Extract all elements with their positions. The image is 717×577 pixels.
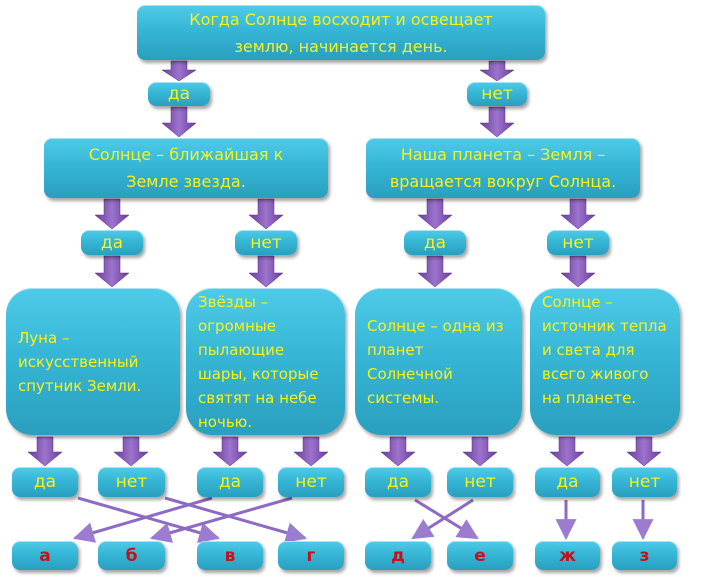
down-arrow-icon <box>161 60 197 82</box>
root-statement-box: Когда Солнце восходит и освещает землю, … <box>137 5 545 60</box>
root-yes-label: да <box>148 82 210 106</box>
down-arrow-icon <box>161 106 197 138</box>
down-arrow-icon <box>560 255 596 288</box>
statement-box-sun-nearest-star: Солнце – ближайшая к Земле звезда. <box>44 138 328 198</box>
statement-box-earth-rotates: Наша планета – Земля – вращается вокруг … <box>366 138 640 198</box>
yes-label-l3-4: да <box>535 467 600 497</box>
connector-da3-e <box>414 498 479 540</box>
answer-box-a: а <box>12 541 78 570</box>
no-label-l3-4: нет <box>612 467 677 497</box>
down-arrow-icon <box>113 436 149 467</box>
down-arrow-icon <box>417 198 453 230</box>
yes-label-l2-1: да <box>81 230 143 255</box>
no-label-l2-1: нет <box>235 230 297 255</box>
down-arrow-icon <box>560 198 596 230</box>
statement-box-moon: Луна – искусственный спутник Земли. <box>6 288 180 435</box>
connector-net3-d <box>411 498 474 540</box>
connector-da2-a <box>72 496 213 543</box>
yes-label-l3-1: да <box>12 467 78 497</box>
root-no-label: нет <box>467 82 527 106</box>
down-arrow-icon <box>94 255 130 288</box>
answer-box-g: г <box>278 541 344 570</box>
down-arrow-icon <box>380 436 416 467</box>
down-arrow-icon <box>417 255 453 288</box>
no-label-l2-2: нет <box>547 230 609 255</box>
down-arrow-icon <box>27 436 63 467</box>
answer-box-d: д <box>365 541 431 570</box>
yes-label-l3-3: да <box>365 467 431 497</box>
down-arrow-icon <box>212 436 248 467</box>
statement-box-sun-planet: Солнце – одна из планет Солнечной систем… <box>355 288 522 435</box>
down-arrow-icon <box>479 106 515 138</box>
down-arrow-icon <box>626 436 662 467</box>
down-arrow-icon <box>248 198 284 230</box>
no-label-l3-3: нет <box>447 467 513 497</box>
statement-box-sun-source: Солнце – источник тепла и света для всег… <box>530 288 680 435</box>
down-arrow-icon <box>248 255 284 288</box>
down-arrow-icon <box>293 436 329 467</box>
connector-net1-g <box>164 496 308 543</box>
statement-box-stars: Звёзды – огромные пылающие шары, которые… <box>186 288 345 435</box>
answer-box-e: е <box>447 541 513 570</box>
yes-label-l3-2: да <box>197 467 263 497</box>
down-arrow-icon <box>462 436 498 467</box>
answer-box-v: в <box>197 541 263 570</box>
yes-label-l2-2: да <box>404 230 466 255</box>
answer-box-zh: ж <box>535 541 600 570</box>
root-statement-text: Когда Солнце восходит и освещает землю, … <box>189 9 493 56</box>
answer-box-b: б <box>98 541 165 570</box>
down-arrow-icon <box>94 198 130 230</box>
no-label-l3-1: нет <box>98 467 165 497</box>
down-arrow-icon <box>479 60 515 82</box>
answer-box-z: з <box>612 541 677 570</box>
no-label-l3-2: нет <box>278 467 344 497</box>
connector-net2-b <box>149 496 293 543</box>
down-arrow-icon <box>549 436 585 467</box>
